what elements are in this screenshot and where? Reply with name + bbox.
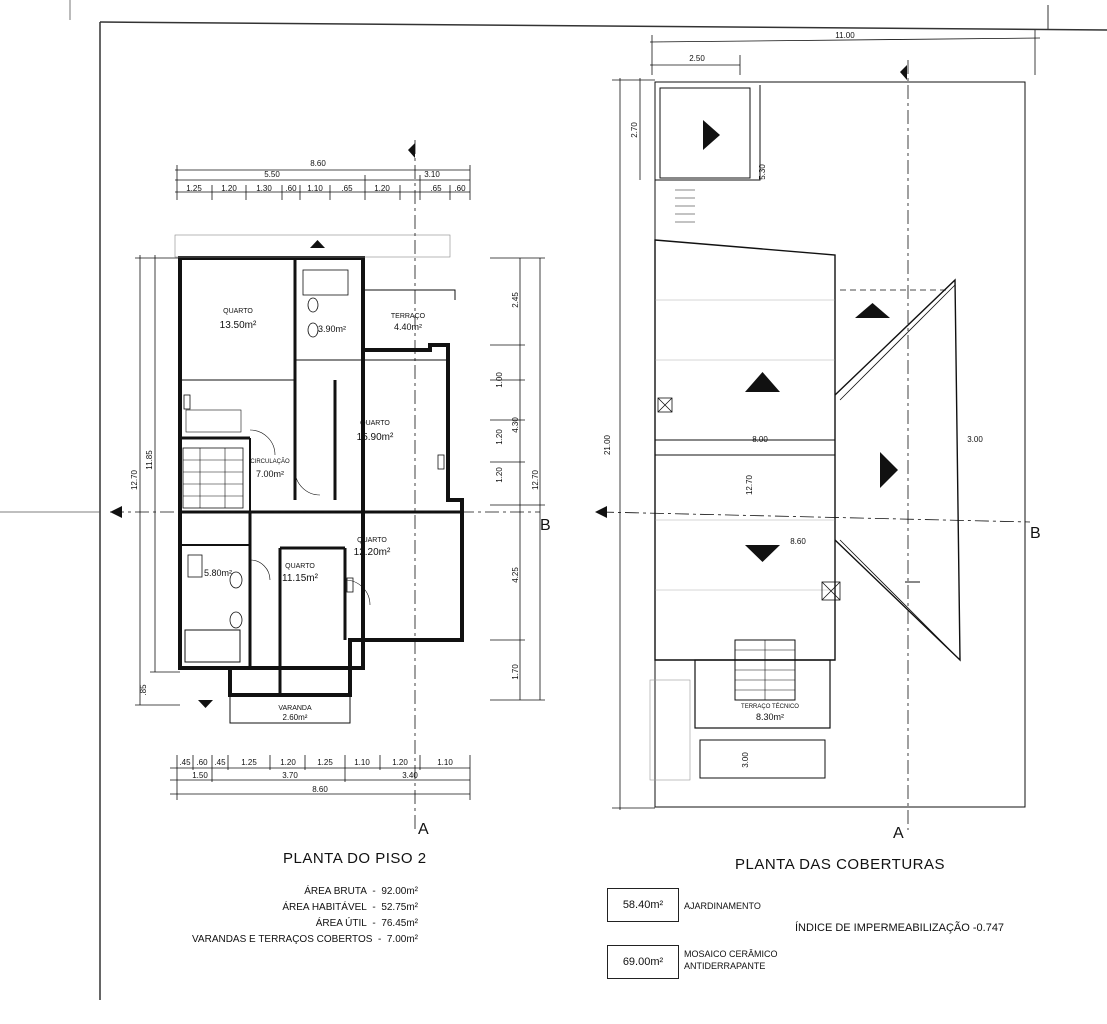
room-name: QUARTO: [357, 537, 387, 544]
dim-top-mid: 5.50: [264, 170, 280, 179]
roof-dim: 3.00: [741, 752, 750, 768]
dim-top: .65: [430, 184, 442, 193]
dim-bottom: .45: [179, 758, 191, 767]
dim-top: 1.30: [256, 184, 272, 193]
plan-title-piso-2: PLANTA DO PISO 2: [283, 850, 427, 867]
slope-arrow: [880, 452, 898, 488]
section-label-b: B: [540, 517, 551, 534]
section-label-a: A: [418, 821, 429, 838]
section-marker-b-left: [110, 506, 122, 518]
legend-label-mosaico: MOSAICO CERÂMICO ANTIDERRAPANTE: [684, 949, 778, 971]
slope-arrow: [855, 303, 890, 318]
dim-top: 1.20: [221, 184, 237, 193]
dim-left: 11.85: [145, 450, 154, 470]
area-row: ÁREA ÚTIL - 76.45m²: [315, 918, 418, 929]
dim-right: 4.30: [511, 417, 520, 433]
dim-right: 12.70: [531, 469, 540, 490]
terraco-tecnico-area: 8.30m²: [756, 712, 784, 722]
dim-top: .60: [454, 184, 466, 193]
dim-bottom: 1.20: [280, 758, 296, 767]
room-area: 3.90m²: [318, 324, 346, 334]
section-marker-a-top: [408, 143, 415, 158]
room-area: 5.80m²: [204, 568, 232, 578]
dim-top: 1.25: [186, 184, 202, 193]
dim-bottom: .45: [214, 758, 226, 767]
slope-arrow: [198, 700, 213, 708]
slope-arrow: [310, 240, 325, 248]
dim-bottom: 1.20: [392, 758, 408, 767]
dim-left: .85: [139, 684, 148, 696]
roof-dim: 8.60: [790, 537, 806, 546]
roof-dim: 5.30: [758, 164, 767, 180]
dim-top-mid: 3.10: [424, 170, 440, 179]
area-row: ÁREA BRUTA - 92.00m²: [304, 886, 418, 897]
dim-bottom: .60: [196, 758, 208, 767]
room-name: QUARTO: [360, 420, 390, 427]
room-name: CIRCULAÇÃO: [250, 458, 290, 465]
room-name: VARANDA: [278, 705, 312, 712]
dim-top: 1.10: [307, 184, 323, 193]
slope-arrow: [703, 120, 720, 150]
dim-right: 1.70: [511, 664, 520, 680]
dim-right: 4.25: [511, 567, 520, 583]
dim-right: 1.20: [495, 467, 504, 483]
roof-dim: 3.00: [967, 435, 983, 444]
sheet-border-top: [99, 21, 1107, 31]
roof-dim: 2.50: [689, 54, 705, 63]
slope-arrow: [745, 545, 780, 562]
dim-right: 1.00: [495, 372, 504, 388]
legend-value-ajardinamento: 58.40m²: [607, 888, 679, 922]
roof-dim: 21.00: [603, 434, 612, 455]
dim-bottom: 1.10: [354, 758, 370, 767]
legend-label-ajardinamento: AJARDINAMENTO: [684, 901, 761, 911]
floor-plan-piso-2: [110, 140, 545, 830]
roof-section-label-b: B: [1030, 525, 1041, 542]
room-name: TERRAÇO: [391, 313, 426, 320]
dim-bottom: 1.10: [437, 758, 453, 767]
area-table: ÁREA BRUTA - 92.00m² ÁREA HABITÁVEL - 52…: [190, 884, 418, 948]
dim-left: 12.70: [130, 469, 139, 490]
roof-dim: 2.70: [630, 122, 639, 138]
dim-top: 1.20: [374, 184, 390, 193]
roof-dim: 11.00: [835, 31, 855, 40]
dim-bottom-mid: 3.40: [402, 771, 418, 780]
room-area: 4.40m²: [394, 322, 422, 332]
section-marker-b-left-right: [595, 506, 607, 518]
dim-bottom-mid: 1.50: [192, 771, 208, 780]
room-area: 12.20m²: [354, 547, 391, 558]
room-area: 7.00m²: [256, 469, 284, 479]
plan-title-coberturas: PLANTA DAS COBERTURAS: [735, 856, 945, 873]
room-area: 15.90m²: [357, 432, 394, 443]
room-area: 13.50m²: [220, 320, 257, 331]
wall-outer: [178, 256, 365, 670]
roof-dim: 12.70: [745, 474, 754, 495]
terraco-tecnico-name: TERRAÇO TÉCNICO: [741, 703, 799, 710]
roof-section-label-a: A: [893, 825, 904, 842]
room-area: 11.15m²: [282, 573, 319, 584]
dim-top: .65: [341, 184, 353, 193]
dim-top-total: 8.60: [310, 159, 326, 168]
room-area: 2.60m²: [283, 713, 308, 722]
room-name: QUARTO: [223, 308, 253, 315]
section-marker-a-top-right: [900, 65, 907, 80]
roof-plan: [599, 30, 1041, 830]
roof-outline: [654, 81, 1026, 808]
room-name: QUARTO: [285, 563, 315, 570]
dim-right: 2.45: [511, 292, 520, 308]
dim-bottom: 1.25: [317, 758, 333, 767]
slope-arrow: [745, 372, 780, 392]
legend-value-mosaico: 69.00m²: [607, 945, 679, 979]
area-row: VARANDAS E TERRAÇOS COBERTOS - 7.00m²: [192, 934, 418, 945]
dim-bottom-mid: 3.70: [282, 771, 298, 780]
dim-top: .60: [285, 184, 297, 193]
impermeabilization-index: ÍNDICE DE IMPERMEABILIZAÇÃO -0.747: [795, 922, 1005, 934]
dim-bottom-total: 8.60: [312, 785, 328, 794]
dim-bottom: 1.25: [241, 758, 257, 767]
dim-right: 1.20: [495, 429, 504, 445]
roof-dim: 8.00: [752, 435, 768, 444]
area-row: ÁREA HABITÁVEL - 52.75m²: [282, 902, 418, 913]
